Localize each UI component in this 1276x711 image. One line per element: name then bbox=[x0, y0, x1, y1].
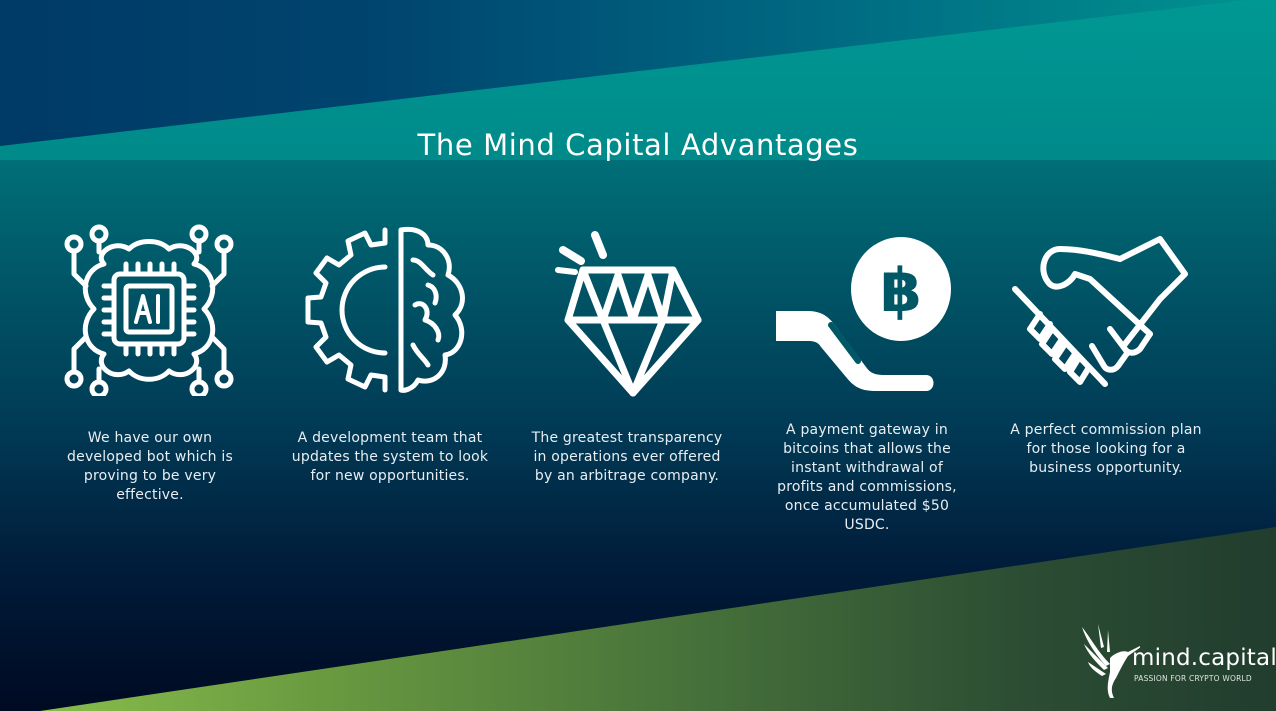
logo-tagline: PASSION FOR CRYPTO WORLD bbox=[1134, 674, 1252, 683]
logo-name: mind.capital bbox=[1132, 645, 1276, 671]
advantage-text-3: The greatest transparency in operations … bbox=[531, 430, 723, 484]
advantage-text-2: A development team that updates the syst… bbox=[291, 430, 489, 484]
diamond-icon bbox=[553, 225, 703, 397]
advantage-text-4: A payment gateway in bitcoins that allow… bbox=[777, 422, 957, 533]
page-title: The Mind Capital Advantages bbox=[417, 128, 859, 162]
gear-brain-icon bbox=[303, 225, 473, 395]
hand-bitcoin-icon: ฿ bbox=[776, 237, 954, 393]
hummingbird-icon bbox=[1082, 624, 1140, 698]
mind-capital-logo: mind.capital PASSION FOR CRYPTO WORLD bbox=[1080, 622, 1276, 700]
advantage-text-5: A perfect commission plan for those look… bbox=[1010, 422, 1202, 476]
handshake-icon bbox=[1010, 234, 1190, 389]
advantage-text-1: We have our own developed bot which is p… bbox=[67, 430, 233, 503]
svg-text:฿: ฿ bbox=[880, 256, 922, 326]
ai-chip-brain-icon bbox=[64, 224, 234, 399]
